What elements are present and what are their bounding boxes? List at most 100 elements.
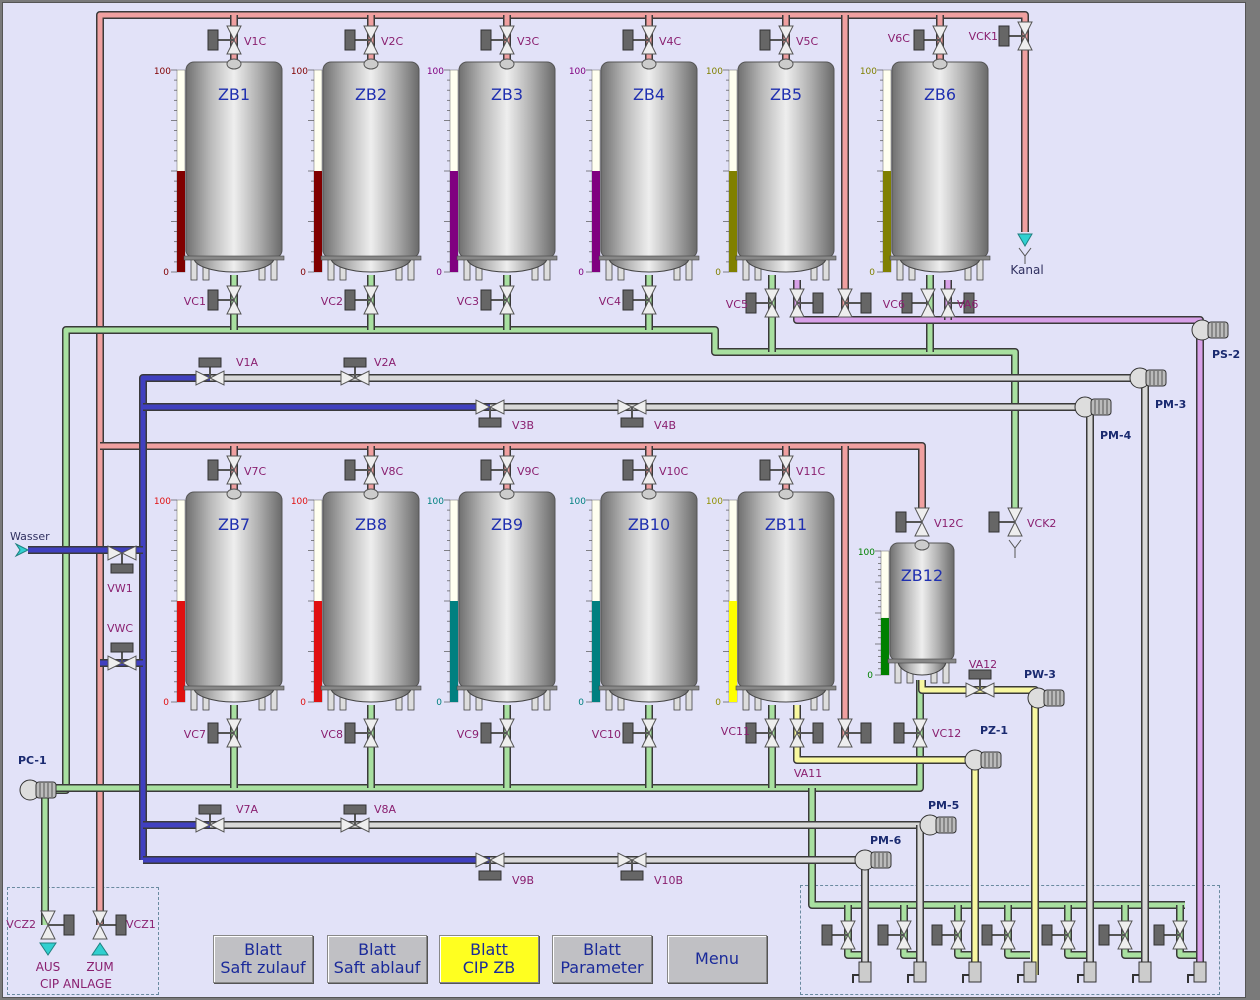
valve-unlabeled[interactable] [1098, 920, 1133, 950]
valve-v1c[interactable] [207, 25, 242, 55]
outlet-pump[interactable] [1077, 961, 1097, 983]
tank-zb11[interactable] [723, 488, 837, 711]
outlet-pump[interactable] [1132, 961, 1152, 983]
pump-pw3[interactable] [1027, 687, 1065, 709]
valve-v2c[interactable] [344, 25, 379, 55]
tank-zb12[interactable] [875, 539, 957, 684]
tank-zb9[interactable] [444, 488, 558, 711]
valve-vc5[interactable] [745, 288, 780, 318]
valve-v11c[interactable] [759, 455, 794, 485]
pump-pm3[interactable] [1129, 367, 1167, 389]
valve-v6c[interactable] [913, 25, 948, 55]
valve-va6[interactable] [940, 288, 975, 318]
valve-vck1[interactable] [998, 21, 1033, 51]
valve-unlabeled[interactable] [931, 920, 966, 950]
valve-v2a[interactable] [340, 357, 370, 386]
pump-pm4[interactable] [1074, 396, 1112, 418]
valve-unlabeled[interactable] [789, 288, 824, 318]
pump-pm6[interactable] [854, 849, 892, 871]
valve-v4b[interactable] [617, 399, 647, 428]
valve-label: VC1 [184, 295, 206, 308]
pump-motor [35, 781, 57, 799]
valve-va12[interactable] [965, 669, 995, 698]
valve-unlabeled[interactable] [877, 920, 912, 950]
pump-pz1[interactable] [964, 749, 1002, 771]
valve-v9b[interactable] [475, 852, 505, 881]
tank-zb6[interactable] [877, 58, 991, 281]
zum-arrow-icon [91, 942, 109, 956]
level-scale-min: 0 [578, 698, 584, 708]
valve-v10c[interactable] [622, 455, 657, 485]
tank-zb5[interactable] [723, 58, 837, 281]
valve-vw1[interactable] [107, 545, 137, 574]
valve-vcz1[interactable] [92, 910, 127, 940]
valve-vc4[interactable] [622, 285, 657, 315]
tank-label: ZB8 [355, 515, 387, 534]
valve-vc8[interactable] [344, 718, 379, 748]
valve-vcz2[interactable] [40, 910, 75, 940]
button-label: Menu [695, 949, 739, 968]
valve-v1a[interactable] [195, 357, 225, 386]
valve-vc10[interactable] [622, 718, 657, 748]
tank-zb8[interactable] [308, 488, 422, 711]
tank-label: ZB10 [628, 515, 670, 534]
valve-v9c[interactable] [480, 455, 515, 485]
valve-unlabeled[interactable] [837, 288, 872, 318]
pump-pm5[interactable] [919, 814, 957, 836]
outlet-pump[interactable] [962, 961, 982, 983]
valve-v4c[interactable] [622, 25, 657, 55]
valve-v5c[interactable] [759, 25, 794, 55]
outlet-pump[interactable] [907, 961, 927, 983]
valve-unlabeled[interactable] [1153, 920, 1188, 950]
valve-va11[interactable] [789, 718, 824, 748]
outlet-pump[interactable] [1187, 961, 1207, 983]
valve-vc11[interactable] [745, 718, 780, 748]
outlet-pump[interactable] [852, 961, 872, 983]
valve-v3b[interactable] [475, 399, 505, 428]
valve-unlabeled[interactable] [821, 920, 856, 950]
tank-zb7[interactable] [171, 488, 285, 711]
valve-unlabeled[interactable] [981, 920, 1016, 950]
valve-v8c[interactable] [344, 455, 379, 485]
pump-ps2[interactable] [1191, 319, 1229, 341]
valve-v8a[interactable] [340, 804, 370, 833]
level-scale-min: 0 [578, 268, 584, 278]
valve-vc9[interactable] [480, 718, 515, 748]
valve-v7a[interactable] [195, 804, 225, 833]
level-scale-max: 100 [154, 67, 171, 77]
valve-v7c[interactable] [207, 455, 242, 485]
valve-vc2[interactable] [344, 285, 379, 315]
valve-label: VC5 [726, 298, 748, 311]
valve-actuator [901, 292, 913, 314]
tank-zb2[interactable] [308, 58, 422, 281]
valve-unlabeled[interactable] [837, 718, 872, 748]
valve-vwc[interactable] [107, 642, 137, 671]
valve-v12c[interactable] [895, 507, 930, 537]
tank-zb4[interactable] [586, 58, 700, 281]
valve-vc6[interactable] [901, 288, 936, 318]
level-scale-max: 100 [427, 67, 444, 77]
valve-vc1[interactable] [207, 285, 242, 315]
valve-unlabeled[interactable] [1041, 920, 1076, 950]
outlet-pump[interactable] [1017, 961, 1037, 983]
button-menu[interactable]: Menu [667, 935, 767, 983]
tank-zb1[interactable] [171, 58, 285, 281]
pump-pc1[interactable] [19, 779, 57, 801]
valve-vc7[interactable] [207, 718, 242, 748]
valve-vck2[interactable] [988, 507, 1023, 537]
tank-zb10[interactable] [586, 488, 700, 711]
valve-v10b[interactable] [617, 852, 647, 881]
tank-zb3[interactable] [444, 58, 558, 281]
valve-label: VCK2 [1027, 517, 1056, 530]
valve-v3c[interactable] [480, 25, 515, 55]
valve-vc3[interactable] [480, 285, 515, 315]
level-scale-min: 0 [163, 268, 169, 278]
valve-actuator [821, 924, 833, 946]
pump-label: PM-6 [870, 834, 902, 847]
level-scale-max: 100 [291, 67, 308, 77]
valve-vc12[interactable] [893, 718, 928, 748]
